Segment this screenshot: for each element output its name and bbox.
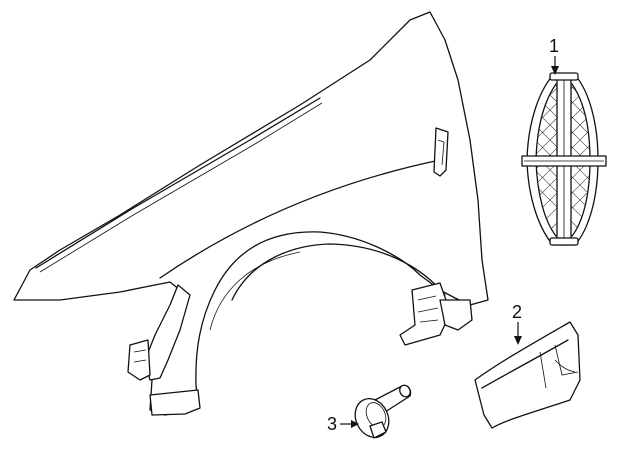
callout-2-arrowhead bbox=[514, 336, 522, 345]
callout-3: 3 bbox=[327, 414, 359, 434]
fender-extension bbox=[474, 321, 581, 429]
callout-1-arrowhead bbox=[551, 66, 559, 75]
callout-1-label: 1 bbox=[549, 36, 559, 56]
callout-2: 2 bbox=[512, 302, 522, 345]
callout-3-label: 3 bbox=[327, 414, 337, 434]
callout-1: 1 bbox=[549, 36, 559, 75]
callout-3-arrowhead bbox=[351, 420, 359, 428]
fender-panel bbox=[13, 11, 489, 416]
grille-emblem bbox=[521, 72, 607, 246]
callout-2-label: 2 bbox=[512, 302, 522, 322]
fender-rear-bracket bbox=[399, 282, 473, 346]
fender-front-bracket bbox=[127, 284, 201, 416]
retainer-clip bbox=[354, 384, 412, 439]
